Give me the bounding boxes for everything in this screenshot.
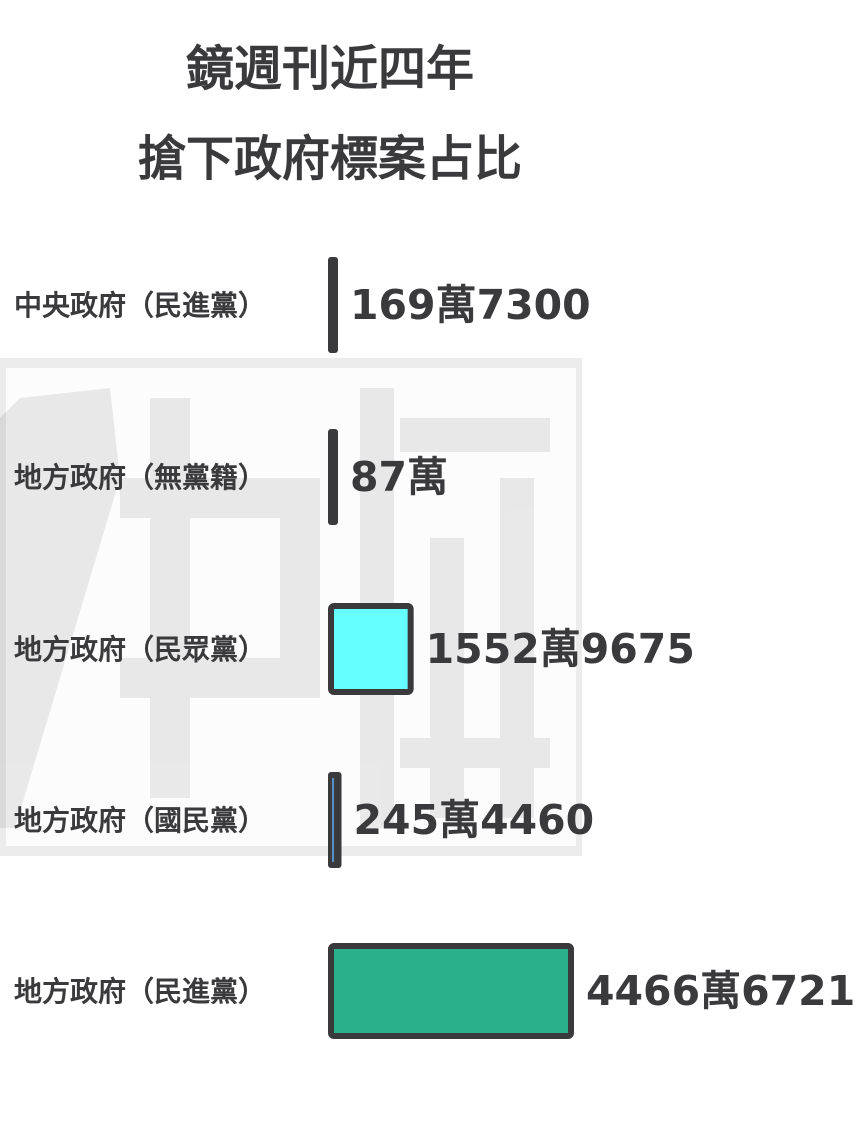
value-label: 245萬4460 <box>354 796 595 844</box>
bar <box>328 772 342 868</box>
category-label: 地方政府（國民黨） <box>14 804 266 837</box>
value-label: 1552萬9675 <box>426 625 695 673</box>
bar <box>328 257 338 353</box>
category-label: 地方政府（無黨籍） <box>14 461 266 494</box>
title-line-2: 搶下政府標案占比 <box>137 131 522 187</box>
value-label: 4466萬6721 <box>586 967 855 1015</box>
bar <box>328 943 574 1039</box>
category-label: 地方政府（民眾黨） <box>14 633 266 666</box>
category-label: 地方政府（民進黨） <box>14 975 266 1008</box>
value-label: 169萬7300 <box>350 281 591 329</box>
title-line-1: 鏡週刊近四年 <box>185 41 474 97</box>
value-label: 87萬 <box>350 453 448 501</box>
bar <box>328 603 414 695</box>
bar <box>328 429 338 525</box>
chart-title: 鏡週刊近四年 搶下政府標案占比 <box>0 24 660 204</box>
watermark-logo <box>0 358 582 856</box>
bar-inner-fill <box>332 778 335 862</box>
category-label: 中央政府（民進黨） <box>14 289 266 322</box>
